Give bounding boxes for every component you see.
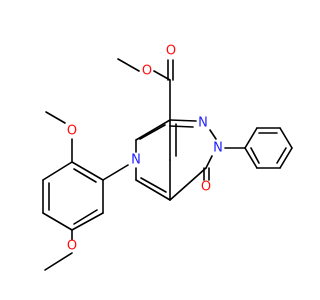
bond [71,161,104,181]
bond [169,125,194,128]
atom-n1-pyrazole: N [198,116,208,131]
bond [279,147,293,169]
bond [250,147,260,164]
bond [205,155,213,169]
bond [42,161,73,181]
bond [244,147,258,169]
bond [102,164,129,181]
bond-group [42,58,293,271]
bond [73,209,98,225]
bond [42,212,73,231]
atom-o-ester-methoxy: O [142,64,152,79]
atom-o-methoxy-meta: O [67,239,77,254]
atom-o-ketone: O [201,180,211,195]
atom-o-methoxy-ortho: O [67,124,77,139]
bond [45,111,66,124]
bond [44,252,73,271]
molecule-structure-diagram: O O N N N O O O [42,44,293,271]
atom-n2-pyrazole: N [213,141,223,156]
bond [135,119,171,141]
atom-n5-pyridine: N [131,153,141,168]
bond [169,167,207,201]
atom-o-ester-carbonyl: O [166,44,176,59]
bond [135,179,171,201]
bond [71,212,104,231]
bond [244,127,258,149]
atom-labels: O O N N N O O O [67,44,223,254]
bond [169,119,197,122]
bond [209,129,217,140]
bond [139,124,166,140]
bond [117,58,140,72]
bond [276,147,287,164]
bond [279,127,293,149]
bond [140,177,167,193]
bond [73,168,97,183]
